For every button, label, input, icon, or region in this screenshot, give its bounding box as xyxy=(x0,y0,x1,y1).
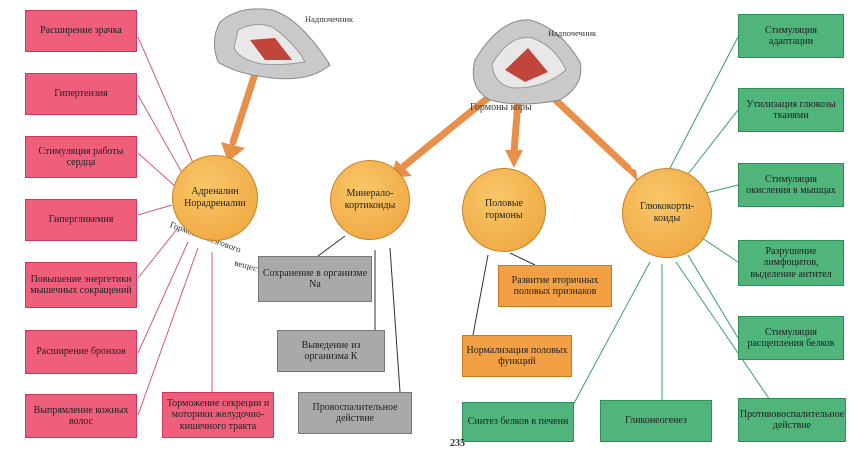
effect-hyperglycemia: Гипергликемия xyxy=(25,199,137,241)
adrenal-gland-right xyxy=(472,19,582,105)
effect-pupil-dilation: Расширение зрачка xyxy=(25,10,137,52)
effect-potassium-excretion: Выведение из организма К xyxy=(277,330,385,372)
circle-mineralocorticoids: Минерало-кортикоиды xyxy=(330,160,410,240)
effect-anti-inflammatory: Противовоспалительное действие xyxy=(738,398,846,442)
effect-liver-protein-synthesis: Синтез белков в печени xyxy=(462,402,574,442)
effect-gluconeogenesis: Гликонеогенез xyxy=(600,400,712,442)
circle-glucocorticoids: Глюкокорти-коиды xyxy=(622,168,712,258)
effect-heart-stimulation: Стимуляция работы сердца xyxy=(25,136,137,178)
effect-secondary-sex-traits: Развитие вторичных половых признаков xyxy=(498,265,612,307)
effect-lymphocyte-destruction: Разрушение лимфоцитов, выделение антител xyxy=(738,240,844,286)
effect-muscle-energy: Повышение энергетики мышечных сокращений xyxy=(25,262,137,308)
gland-label-right: Надпочечник xyxy=(548,28,597,38)
effect-glucose-utilization: Утилизация глюкозы тканями xyxy=(738,88,844,132)
effect-proinflammatory: Провоспалительное действие xyxy=(298,392,412,434)
effect-gi-inhibition: Торможение секреции и моторики желудочно… xyxy=(162,392,274,438)
effect-sodium-retention: Сохранение в организме Na xyxy=(258,256,372,302)
gland-label-left: Надпочечник xyxy=(305,14,354,24)
cortex-hormones-label: Гормоны коры xyxy=(470,102,532,113)
effect-hypertension: Гипертензия xyxy=(25,73,137,115)
effect-muscle-oxidation: Стимуляция окисления в мышцах xyxy=(738,163,844,207)
effect-protein-breakdown: Стимуляция расщепления белков xyxy=(738,316,844,360)
effect-sex-function-normalization: Нормализация половых функций xyxy=(462,335,572,377)
page-number: 235 xyxy=(450,438,465,449)
effect-hair-straightening: Выпрямление кожных волос xyxy=(25,394,137,438)
effect-adaptation-stimulation: Стимуляция адаптации xyxy=(738,14,844,58)
effect-bronchi-dilation: Расширение бронхов xyxy=(25,330,137,374)
adrenal-gland-left xyxy=(214,8,331,80)
